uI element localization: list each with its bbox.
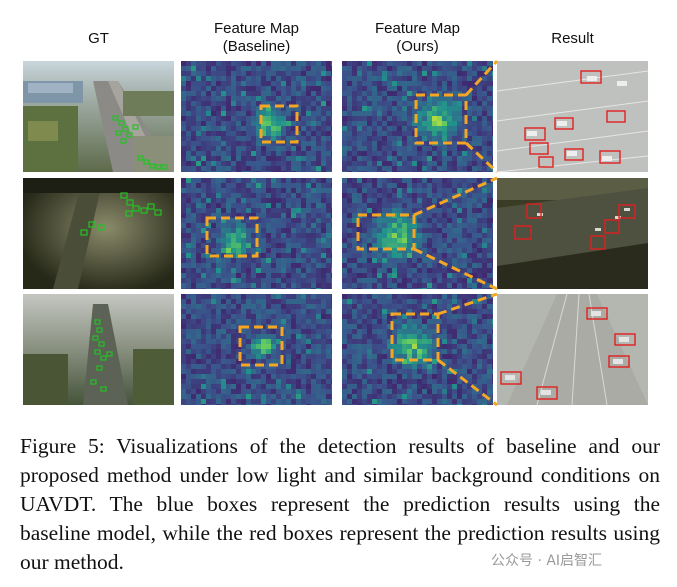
column-header-ours: Feature Map (Ours) bbox=[374, 20, 461, 55]
column-header-gt: GT bbox=[88, 30, 109, 47]
gt-image-row-1 bbox=[23, 61, 174, 172]
highlight-box bbox=[390, 312, 440, 362]
feature-map-ours-row-3 bbox=[342, 294, 493, 405]
column-header-result: Result bbox=[551, 30, 594, 47]
column-header-baseline: Feature Map (Baseline) bbox=[213, 20, 300, 55]
feature-map-baseline-row-1 bbox=[181, 61, 332, 172]
highlight-box bbox=[259, 104, 299, 144]
gt-boxes bbox=[112, 115, 168, 170]
gt-image-row-3 bbox=[23, 294, 174, 405]
feature-map-ours-row-1 bbox=[342, 61, 493, 172]
feature-map-baseline-row-3 bbox=[181, 294, 332, 405]
highlight-box bbox=[238, 325, 284, 367]
result-image-row-3 bbox=[497, 294, 648, 405]
highlight-box bbox=[356, 213, 416, 251]
feature-map-baseline-row-2 bbox=[181, 178, 332, 289]
result-image-row-1 bbox=[497, 61, 648, 172]
figure-caption: Figure 5: Visualizations of the detectio… bbox=[20, 434, 660, 574]
result-image-row-2 bbox=[497, 178, 648, 289]
highlight-box bbox=[205, 216, 259, 258]
watermark: 公众号 · AI启智汇 bbox=[488, 550, 606, 570]
highlight-box bbox=[414, 93, 468, 145]
gt-image-row-2 bbox=[23, 178, 174, 289]
feature-map-ours-row-2 bbox=[342, 178, 493, 289]
